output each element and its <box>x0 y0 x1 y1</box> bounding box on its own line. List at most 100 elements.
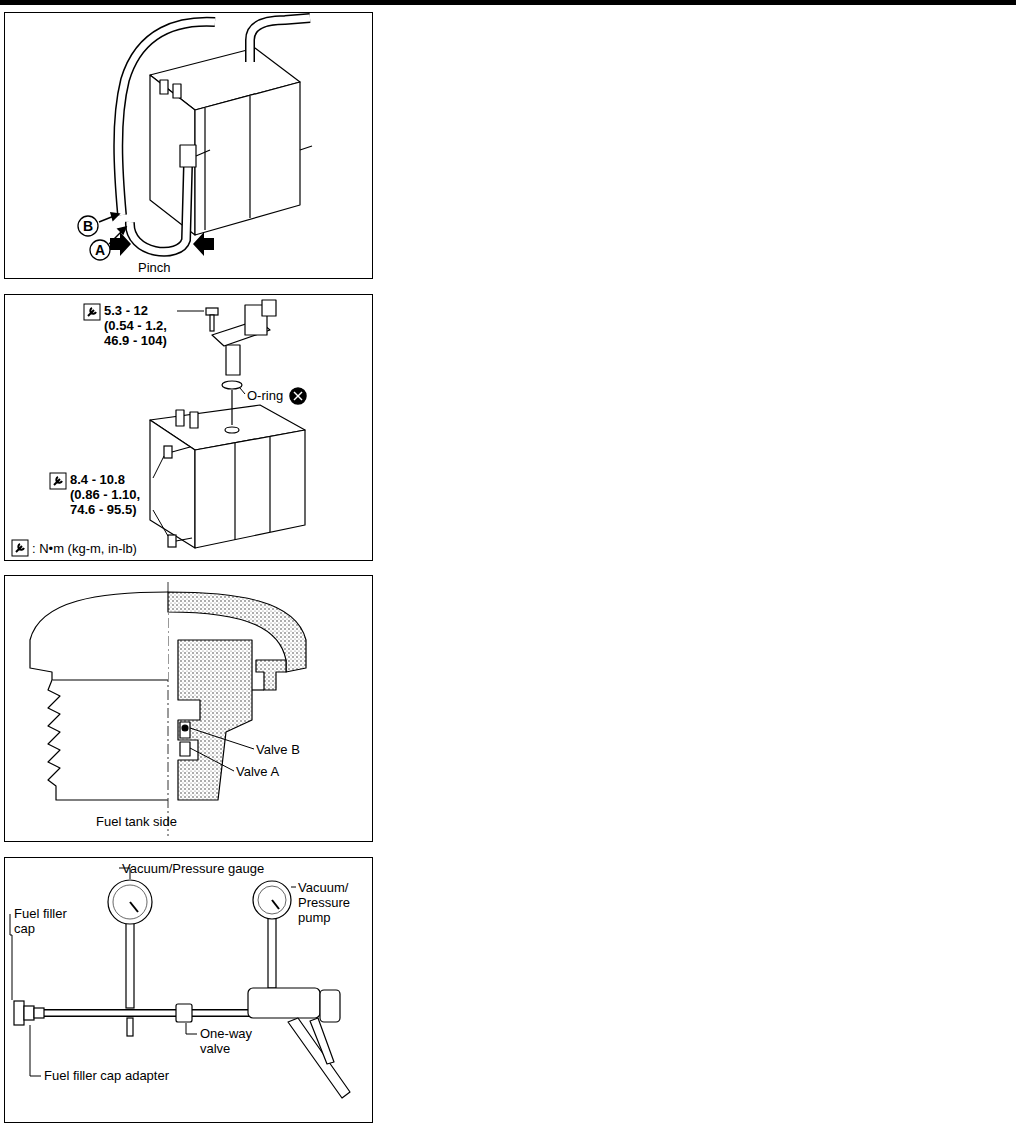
no-reuse-symbol <box>294 392 302 400</box>
cap-section <box>256 660 286 690</box>
canister-figure <box>195 430 305 548</box>
cap-symbol <box>34 1008 44 1018</box>
leader-line <box>240 388 245 394</box>
callout-letter: B <box>79 218 97 234</box>
gauge-symbol <box>268 918 276 988</box>
hose <box>44 1009 250 1017</box>
part-label: One-way valve <box>200 1026 260 1056</box>
torque-icon <box>12 540 28 556</box>
bolt <box>168 535 176 547</box>
header-bar <box>0 0 1016 5</box>
part-label: Fuel tank side <box>96 814 177 829</box>
part-label: Fuel filler cap <box>14 906 80 936</box>
cap-symbol <box>176 1004 192 1022</box>
canister-figure <box>118 18 312 252</box>
bolt <box>164 308 218 547</box>
pinch-arrow <box>110 232 131 256</box>
part-label: Valve B <box>256 742 300 757</box>
canister-figure <box>173 84 181 98</box>
gauge-symbol <box>272 900 279 909</box>
no-reuse-symbol <box>294 392 302 400</box>
cap-symbol <box>14 1001 24 1025</box>
torque-value: 8.4 - 10.8 (0.86 - 1.10, 74.6 - 95.5) <box>70 472 150 517</box>
bolt <box>206 308 218 315</box>
canister-figure <box>150 300 305 548</box>
leader-line <box>190 748 234 771</box>
panel-frame <box>5 576 373 842</box>
leader-line <box>190 728 254 749</box>
unit-legend: : N•m (kg-m, in-lb) <box>32 541 137 556</box>
cap-symbol <box>24 1006 34 1020</box>
torque-icon <box>50 473 66 489</box>
leader-line <box>177 311 204 312</box>
cap-symbol <box>14 1001 192 1025</box>
canister-figure <box>176 410 184 426</box>
pump-symbol <box>248 988 320 1018</box>
gauge-symbol <box>258 886 286 914</box>
cap-section <box>30 582 306 836</box>
torque-value: 5.3 - 12 (0.54 - 1.2, 46.9 - 104) <box>104 303 174 348</box>
canister-figure <box>225 427 239 433</box>
canister-figure <box>234 443 235 540</box>
gauge-symbol <box>126 922 134 1008</box>
canister-figure <box>150 420 195 548</box>
hose <box>44 1013 250 1014</box>
part-label: Vacuum/Pressure gauge <box>122 861 264 876</box>
canister-figure <box>195 82 300 235</box>
leader-line <box>153 456 164 478</box>
bolt <box>172 447 190 452</box>
pump-symbol <box>248 988 350 1098</box>
no-reuse-symbol <box>290 388 306 404</box>
pointer-arrow <box>118 227 126 234</box>
canister-figure <box>118 22 215 215</box>
torque-icon <box>54 477 62 485</box>
pinch-arrow <box>193 232 214 256</box>
pointer-arrow <box>99 213 126 244</box>
callout-circle <box>90 240 110 260</box>
leader-line <box>10 914 12 1000</box>
canister-figure <box>196 150 210 156</box>
hose <box>44 1011 250 1016</box>
leader-line <box>10 868 296 1076</box>
canister-figure <box>249 96 250 218</box>
torque-icon <box>84 304 100 320</box>
panel-frame <box>5 858 373 1123</box>
pump-symbol <box>320 990 340 1022</box>
bolt <box>164 446 172 458</box>
cap-section <box>48 680 168 800</box>
bolt <box>176 538 192 541</box>
canister-figure <box>262 300 276 316</box>
canister-figure <box>226 345 240 375</box>
part-label: Valve A <box>236 764 279 779</box>
part-label: O-ring <box>247 388 283 403</box>
callout-circle <box>78 216 98 236</box>
leader-line <box>186 1023 197 1034</box>
canister-figure <box>130 165 188 252</box>
canister-figure <box>190 412 198 428</box>
gauge-symbol <box>108 880 152 924</box>
leader-line <box>153 510 168 536</box>
gauge-symbol <box>113 885 147 919</box>
part-label: Fuel filler cap adapter <box>44 1068 169 1083</box>
canister-figure <box>222 381 242 389</box>
cap-section <box>252 689 264 690</box>
canister-figure <box>231 390 232 425</box>
panel-frame <box>5 295 373 561</box>
bolt <box>210 315 214 331</box>
cap-section <box>30 592 168 680</box>
torque-icon <box>16 544 24 552</box>
torque-icon <box>88 308 96 316</box>
action-label: Pinch <box>138 260 171 275</box>
gauge-symbol <box>253 881 291 919</box>
canister-figure <box>250 18 310 62</box>
leader-line <box>30 1025 41 1076</box>
canister-figure <box>180 145 196 167</box>
pinch-arrow <box>110 232 214 256</box>
canister-figure <box>160 80 168 94</box>
canister-figure <box>130 165 188 252</box>
pointer-arrow <box>111 213 119 220</box>
part-label: Vacuum/ Pressure pump <box>298 880 370 925</box>
canister-figure <box>118 22 215 215</box>
callout-letter: A <box>91 242 109 258</box>
